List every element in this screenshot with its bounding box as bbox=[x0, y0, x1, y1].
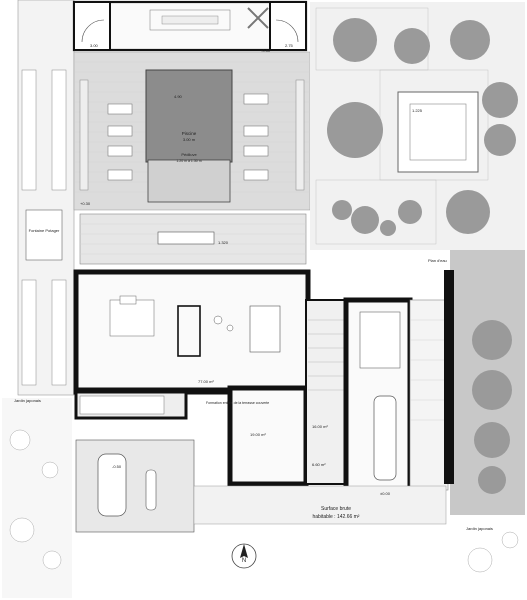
elev-b: -0.50 bbox=[112, 464, 122, 469]
japanese-gardens: Jardin japonais Jardin japonais bbox=[2, 398, 519, 598]
front-court: Surface brute habitable : 142.66 m² N bbox=[193, 485, 447, 569]
pool-sub-title: Pédiluve bbox=[181, 152, 197, 157]
surface-line1: Surface brute bbox=[321, 506, 351, 512]
north-label: N bbox=[242, 558, 246, 564]
dim-top-left: 3.00 bbox=[90, 43, 99, 48]
pool-deck: Piscine 3.00 m Pédiluve 1.20 m à 1.30 m … bbox=[73, 51, 311, 211]
pool-title: Piscine bbox=[182, 131, 197, 136]
stair-label: Formation entrée de la terrasse couverte bbox=[206, 401, 269, 405]
garden-right: Jardin japonais bbox=[466, 526, 493, 531]
main-house: 77.00 m² 19.00 m² Formation entrée de la… bbox=[73, 269, 454, 493]
fontaine-label: Fontaine Potager bbox=[29, 228, 60, 233]
living-area: 77.00 m² bbox=[198, 379, 214, 384]
garden-right: 1.225 Plan d'eau bbox=[310, 2, 525, 515]
pool-shallow bbox=[147, 159, 231, 203]
lawn-tag: Plan d'eau bbox=[428, 258, 447, 263]
elev-a: +0.50 bbox=[260, 48, 271, 53]
pool-sub-dim: 1.20 m à 1.30 m bbox=[176, 159, 201, 163]
terrace: 1.320 bbox=[79, 213, 307, 265]
dim-pool: 4.90 bbox=[174, 94, 183, 99]
bath-area: 16.00 m² bbox=[312, 424, 328, 429]
terrace-elev: +0.30 bbox=[80, 201, 91, 206]
pool-house: 3.00 2.75 bbox=[72, 0, 308, 52]
dim-court: 1.225 bbox=[412, 108, 423, 113]
surface-line2: habitable : 142.66 m² bbox=[313, 514, 360, 520]
corridor bbox=[305, 299, 347, 485]
pool bbox=[145, 69, 233, 163]
elev-c: ±0.00 bbox=[380, 491, 391, 496]
kitchen-area: 19.00 m² bbox=[250, 432, 266, 437]
pool-area: 3.00 m bbox=[183, 137, 196, 142]
left-strip: Fontaine Potager bbox=[17, 0, 75, 396]
dim-top-right: 2.75 bbox=[285, 43, 294, 48]
store-area: 6.60 m² bbox=[312, 462, 326, 467]
fontaine-box bbox=[25, 209, 63, 261]
garden-left: Jardin japonais bbox=[14, 398, 41, 403]
carport bbox=[74, 390, 195, 533]
dim-terrace: 1.320 bbox=[218, 240, 229, 245]
